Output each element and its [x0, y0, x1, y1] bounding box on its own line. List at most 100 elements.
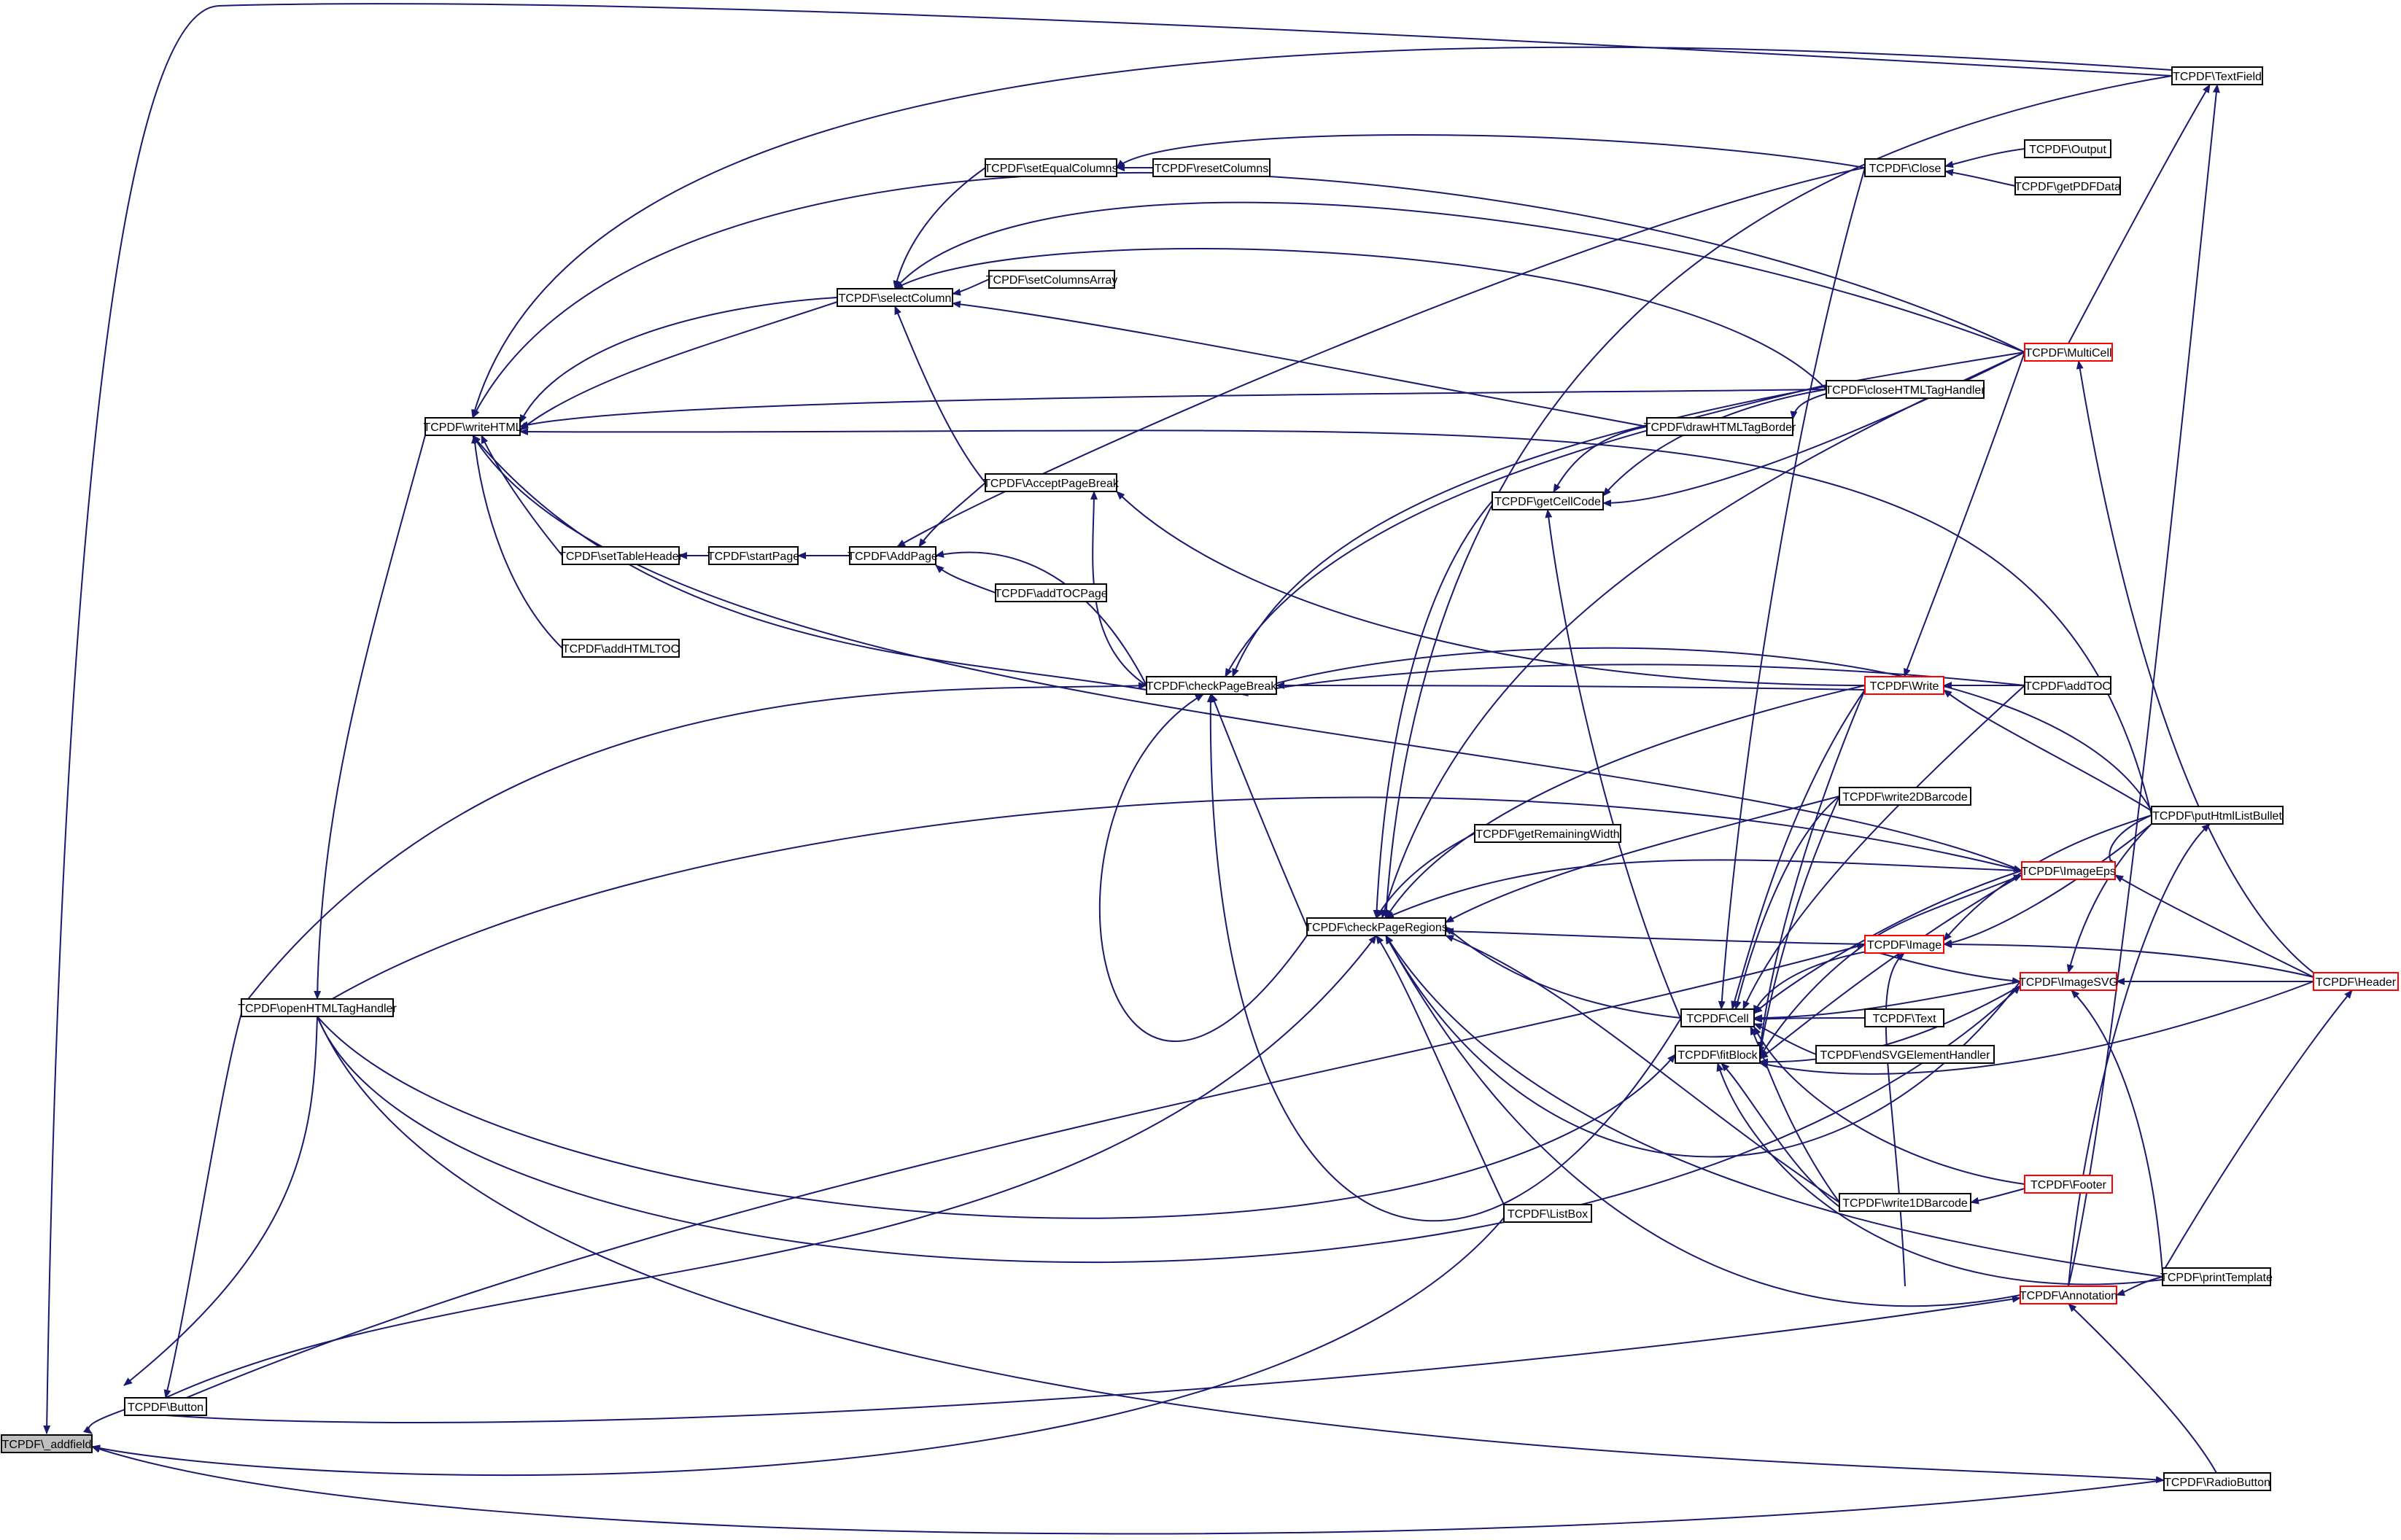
node-startpage[interactable]: TCPDF\startPage	[707, 546, 799, 565]
call-edge	[2114, 874, 2314, 978]
svg-text:TCPDF\getRemainingWidth: TCPDF\getRemainingWidth	[1475, 828, 1619, 841]
node-addtoc[interactable]: TCPDF\addTOC	[2024, 676, 2111, 695]
svg-text:TCPDF\Text: TCPDF\Text	[1872, 1013, 1936, 1025]
node-selectcolumn[interactable]: TCPDF\selectColumn	[837, 288, 953, 307]
call-edge	[1753, 1023, 1817, 1055]
svg-text:TCPDF\Close: TCPDF\Close	[1869, 163, 1942, 175]
svg-text:TCPDF\_addfield: TCPDF\_addfield	[2, 1439, 92, 1451]
node-imageeps[interactable]: TCPDF\ImageEps	[2021, 861, 2116, 880]
call-edge	[894, 248, 1827, 390]
svg-text:TCPDF\drawHTMLTagBorder: TCPDF\drawHTMLTagBorder	[1644, 421, 1796, 434]
call-edge	[2068, 84, 2211, 344]
svg-text:TCPDF\writeHTML: TCPDF\writeHTML	[423, 421, 521, 434]
node-puthtmllistbullet[interactable]: TCPDF\putHtmlListBullet	[2151, 806, 2284, 825]
call-edge	[1211, 693, 1308, 928]
node-openhtmltaghandler[interactable]: TCPDF\openHTMLTagHandler	[238, 998, 397, 1017]
call-edge	[1790, 393, 1827, 420]
node-setequalcolumns[interactable]: TCPDF\setEqualColumns	[984, 158, 1118, 177]
node-image[interactable]: TCPDF\Image	[1864, 935, 1944, 954]
call-edge	[519, 297, 838, 424]
node-checkpagebreak[interactable]: TCPDF\checkPageBreak	[1146, 676, 1278, 695]
call-edge	[165, 943, 1866, 1407]
call-edge	[1385, 935, 2163, 1278]
node-button[interactable]: TCPDF\Button	[124, 1397, 207, 1416]
node-getremainingwidth[interactable]: TCPDF\getRemainingWidth	[1474, 824, 1621, 843]
call-edge	[935, 551, 1147, 686]
node-setcolumnsarray[interactable]: TCPDF\setColumnsArray	[986, 270, 1117, 289]
node-write[interactable]: TCPDF\Write	[1864, 676, 1944, 695]
call-edge	[163, 1013, 242, 1399]
node-addpage[interactable]: TCPDF\AddPage	[847, 546, 938, 565]
call-edge	[1553, 426, 1648, 493]
svg-text:TCPDF\endSVGElementHandler: TCPDF\endSVGElementHandler	[1820, 1049, 1991, 1062]
call-edge	[1753, 1015, 1866, 1023]
node-listbox[interactable]: TCPDF\ListBox	[1503, 1204, 1592, 1223]
call-edge	[1382, 75, 2173, 919]
node-radiobutton[interactable]: TCPDF\RadioButton	[2163, 1472, 2271, 1491]
call-edge	[1276, 682, 1866, 691]
node-printtemplate[interactable]: TCPDF\printTemplate	[2160, 1267, 2273, 1286]
node-drawhtmltagborder[interactable]: TCPDF\drawHTMLTagBorder	[1644, 417, 1796, 436]
node-getpdfdata[interactable]: TCPDF\getPDFData	[2014, 176, 2121, 195]
call-edge	[1385, 935, 2021, 1307]
call-edge	[1445, 796, 1840, 923]
node-getcellcode[interactable]: TCPDF\getCellCode	[1492, 491, 1604, 510]
call-edge	[1385, 859, 2022, 919]
call-edge	[317, 796, 2022, 1008]
node-resetcolumns[interactable]: TCPDF\resetColumns	[1152, 158, 1271, 177]
node-closehtmltaghandler[interactable]: TCPDF\closeHTMLTagHandler	[1825, 380, 1985, 399]
node-addfield[interactable]: TCPDF\_addfield	[1, 1434, 93, 1453]
svg-text:TCPDF\MultiCell: TCPDF\MultiCell	[2025, 347, 2111, 359]
call-edge	[896, 167, 1866, 548]
node-header[interactable]: TCPDF\Header	[2313, 972, 2399, 991]
call-edge	[1757, 689, 1866, 1051]
node-cell[interactable]: TCPDF\Cell	[1680, 1008, 1755, 1027]
node-addhtmltoc[interactable]: TCPDF\addHTMLTOC	[562, 639, 680, 658]
node-write1dbarcode[interactable]: TCPDF\write1DBarcode	[1839, 1193, 1971, 1212]
svg-text:TCPDF\checkPageBreak: TCPDF\checkPageBreak	[1147, 680, 1278, 693]
call-edge	[2066, 823, 2152, 973]
node-text[interactable]: TCPDF\Text	[1864, 1008, 1944, 1027]
node-writehtml[interactable]: TCPDF\writeHTML	[423, 417, 522, 436]
node-multicell[interactable]: TCPDF\MultiCell	[2024, 343, 2113, 362]
call-edge	[519, 301, 838, 431]
svg-text:TCPDF\AddPage: TCPDF\AddPage	[847, 551, 938, 563]
call-edge	[91, 1217, 1505, 1477]
node-fitblock[interactable]: TCPDF\fitBlock	[1675, 1045, 1761, 1064]
svg-text:TCPDF\startPage: TCPDF\startPage	[707, 551, 799, 563]
node-settableheader[interactable]: TCPDF\setTableHeader	[559, 546, 683, 565]
node-write2dbarcode[interactable]: TCPDF\write2DBarcode	[1839, 787, 1971, 806]
node-close[interactable]: TCPDF\Close	[1864, 158, 1946, 177]
call-edge	[1944, 168, 2016, 187]
node-acceptpagebreak[interactable]: TCPDF\AcceptPageBreak	[983, 473, 1120, 492]
node-textfield[interactable]: TCPDF\TextField	[2171, 66, 2263, 85]
svg-text:TCPDF\openHTMLTagHandler: TCPDF\openHTMLTagHandler	[238, 1003, 397, 1015]
call-edge	[1239, 647, 2152, 812]
call-edge	[317, 1016, 1676, 1219]
node-footer[interactable]: TCPDF\Footer	[2024, 1175, 2113, 1194]
svg-text:TCPDF\closeHTMLTagHandler: TCPDF\closeHTMLTagHandler	[1825, 384, 1985, 397]
call-edge	[472, 171, 2025, 419]
call-edge	[1239, 664, 2025, 697]
svg-text:TCPDF\write1DBarcode: TCPDF\write1DBarcode	[1842, 1197, 1968, 1210]
svg-text:TCPDF\setTableHeader: TCPDF\setTableHeader	[559, 551, 683, 563]
node-annotation[interactable]: TCPDF\Annotation	[2020, 1286, 2117, 1304]
call-edge	[2068, 84, 2220, 1287]
call-edge	[1116, 491, 1866, 686]
svg-text:TCPDF\Cell: TCPDF\Cell	[1686, 1013, 1748, 1025]
call-edge	[1373, 500, 1493, 919]
node-output[interactable]: TCPDF\Output	[2024, 139, 2111, 158]
node-endsvgelementhandler[interactable]: TCPDF\endSVGElementHandler	[1815, 1045, 1995, 1064]
svg-text:TCPDF\TextField: TCPDF\TextField	[2173, 71, 2262, 83]
call-edge	[935, 564, 996, 594]
call-edge	[1376, 833, 1475, 919]
node-imagesvg[interactable]: TCPDF\ImageSVG	[2019, 972, 2118, 991]
call-edge	[472, 435, 1147, 691]
svg-text:TCPDF\RadioButton: TCPDF\RadioButton	[2164, 1477, 2270, 1489]
call-edge	[317, 1016, 2165, 1484]
call-edge	[43, 3, 2173, 1434]
node-addtocpage[interactable]: TCPDF\addTOCPage	[994, 583, 1108, 602]
node-checkpageregions[interactable]: TCPDF\checkPageRegions	[1305, 917, 1448, 936]
call-edge	[1232, 351, 2025, 677]
call-edge	[1753, 1026, 2025, 1185]
